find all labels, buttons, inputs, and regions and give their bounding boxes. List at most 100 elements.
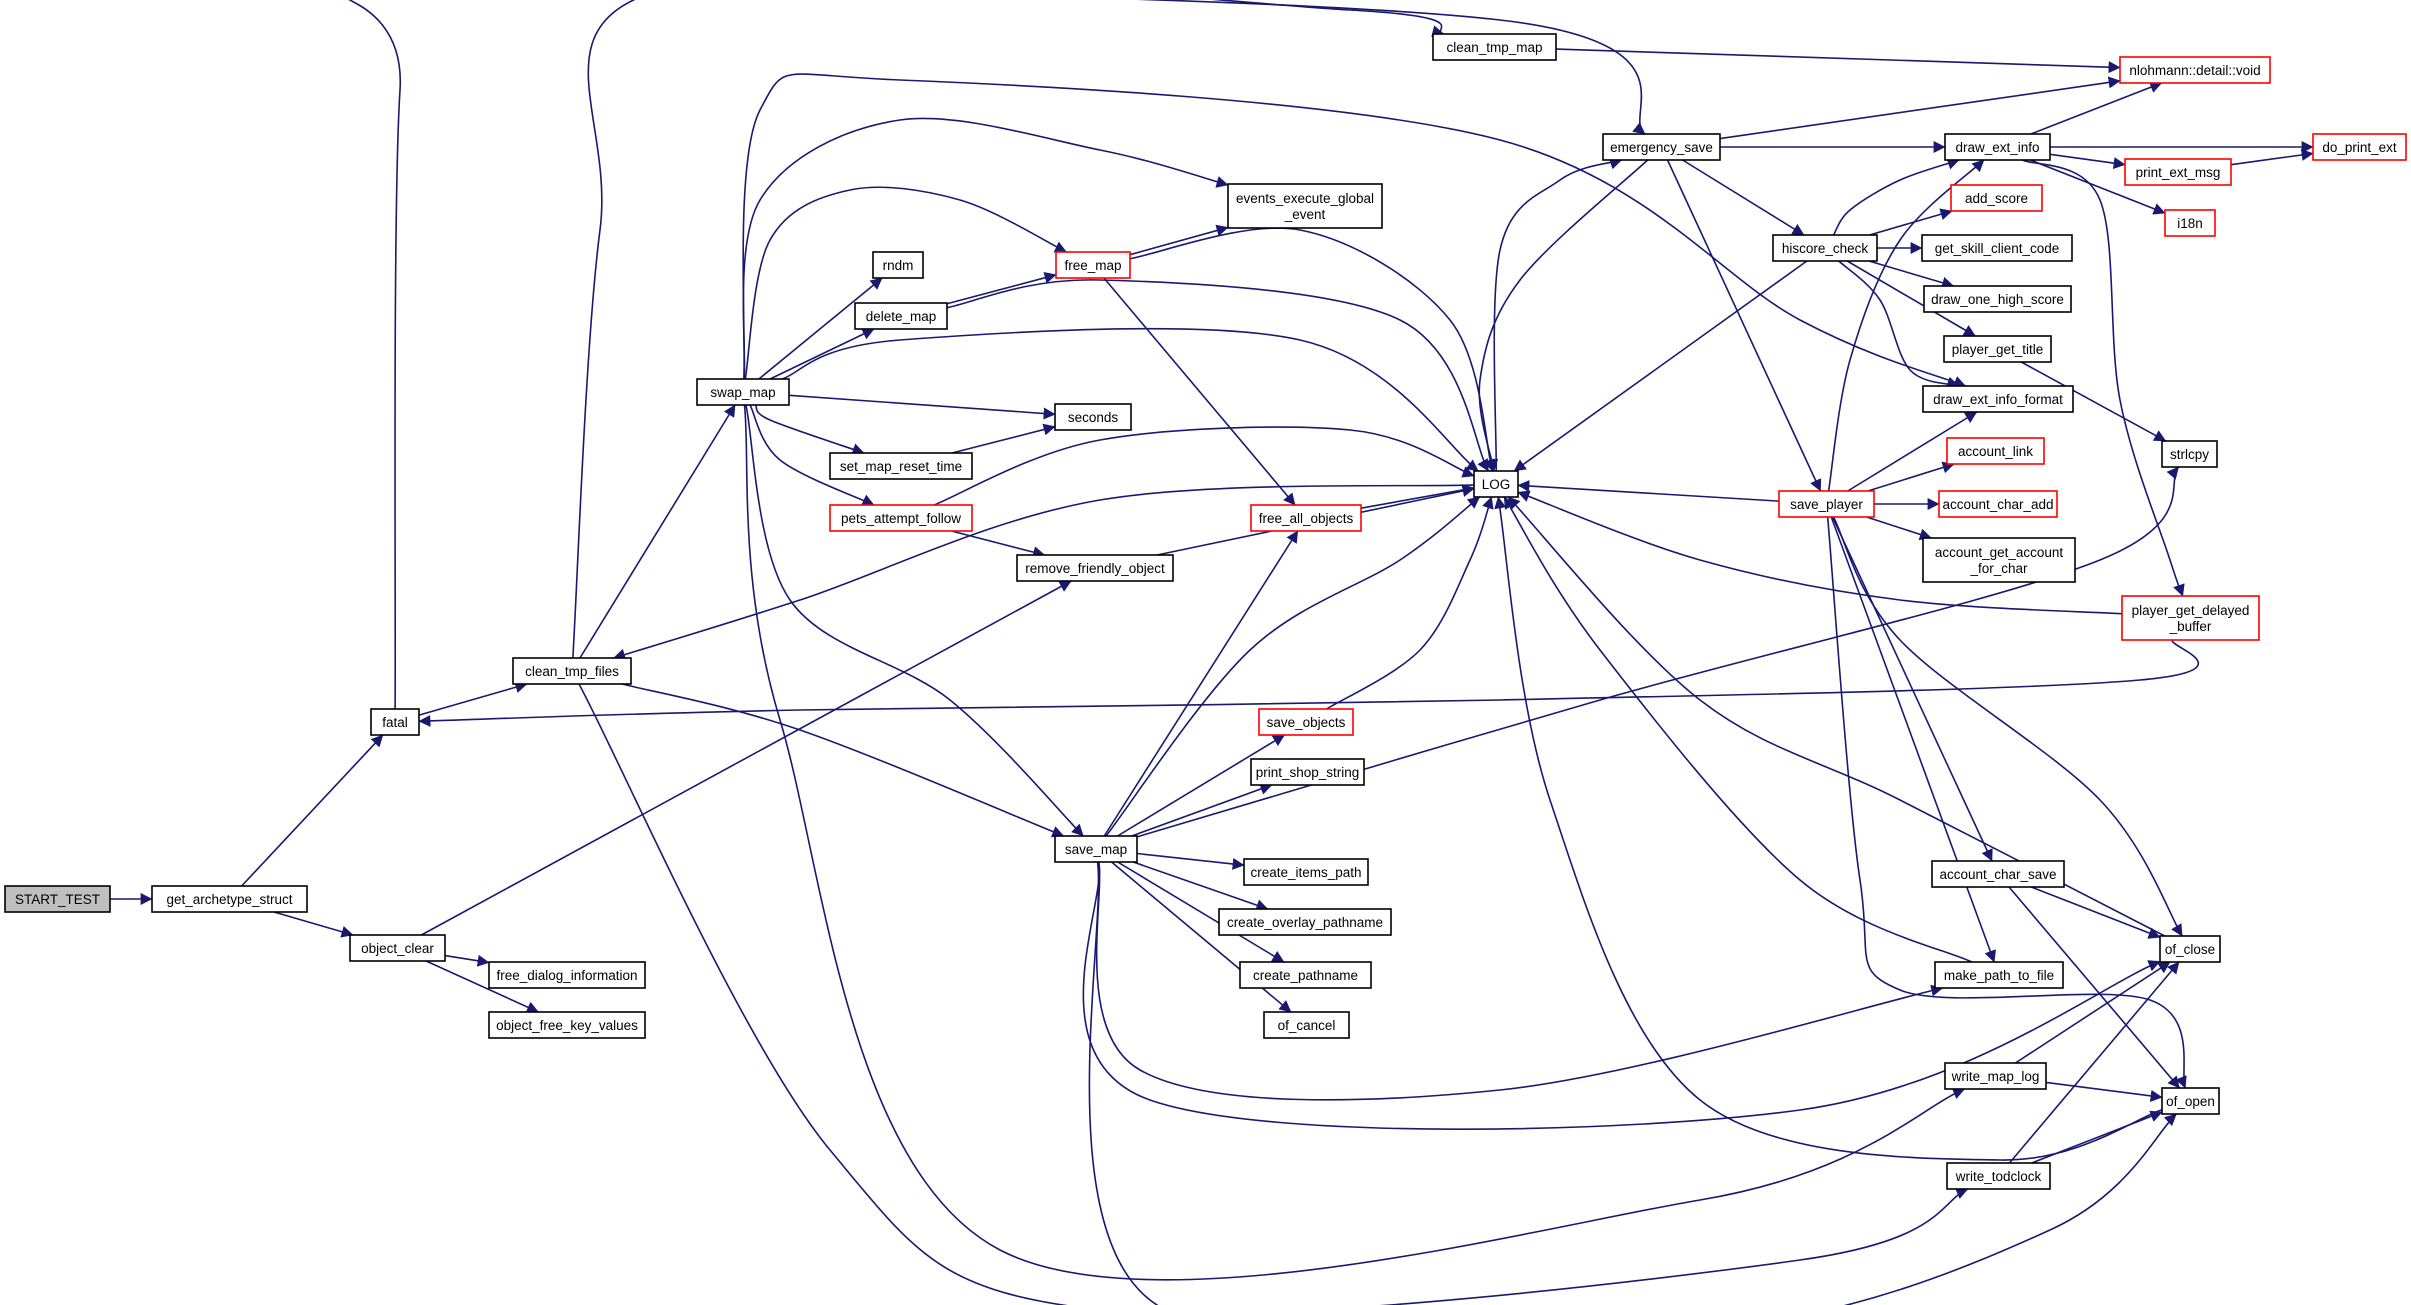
node-delete-map[interactable]: delete_map	[854, 302, 948, 330]
node-box[interactable]	[2159, 935, 2221, 963]
node-draw-ext-info-format[interactable]: draw_ext_info_format	[1922, 385, 2074, 413]
node-box[interactable]	[1938, 490, 2058, 518]
node-account-link[interactable]: account_link	[1946, 437, 2045, 465]
node-box[interactable]	[349, 934, 446, 962]
node-free-dialog-information[interactable]: free_dialog_information	[488, 961, 646, 989]
node-pets-attempt-follow[interactable]: pets_attempt_follow	[829, 504, 973, 532]
node-box[interactable]	[2124, 158, 2232, 186]
node-remove-friendly-object[interactable]: remove_friendly_object	[1016, 554, 1174, 582]
node-draw-one-high-score[interactable]: draw_one_high_score	[1923, 285, 2072, 313]
node-box[interactable]	[512, 657, 632, 685]
node-box[interactable]	[1944, 1062, 2047, 1090]
node-box[interactable]	[1055, 251, 1131, 279]
node-box[interactable]	[1943, 335, 2052, 363]
node-box[interactable]	[1016, 554, 1174, 582]
node-box[interactable]	[1946, 1162, 2051, 1190]
node-box[interactable]	[1922, 385, 2074, 413]
node-free-map[interactable]: free_map	[1055, 251, 1131, 279]
node-box[interactable]	[1921, 234, 2073, 262]
node-write-todclock[interactable]: write_todclock	[1946, 1162, 2051, 1190]
node-create-overlay-pathname[interactable]: create_overlay_pathname	[1218, 908, 1392, 936]
node-box[interactable]	[1946, 437, 2045, 465]
node-create-items-path[interactable]: create_items_path	[1243, 858, 1369, 886]
node-write-map-log[interactable]: write_map_log	[1944, 1062, 2047, 1090]
node-box[interactable]	[1931, 860, 2065, 888]
node-print-ext-msg[interactable]: print_ext_msg	[2124, 158, 2232, 186]
node-events-execute-global-event[interactable]: events_execute_global_event	[1227, 183, 1383, 229]
node-get-archetype-struct[interactable]: get_archetype_struct	[151, 885, 308, 913]
node-get-skill-client-code[interactable]: get_skill_client_code	[1921, 234, 2073, 262]
node-do-print-ext[interactable]: do_print_ext	[2312, 133, 2407, 161]
node-emergency-save[interactable]: emergency_save	[1602, 133, 1721, 161]
node-box[interactable]	[696, 378, 790, 406]
node-box[interactable]	[1054, 403, 1132, 431]
node-box[interactable]	[151, 885, 308, 913]
node-box[interactable]	[1243, 858, 1369, 886]
node-box[interactable]	[1923, 285, 2072, 313]
node-player-get-title[interactable]: player_get_title	[1943, 335, 2052, 363]
node-account-char-save[interactable]: account_char_save	[1931, 860, 2065, 888]
node-box[interactable]	[4, 885, 111, 913]
node-player-get-delayed-buffer[interactable]: player_get_delayed_buffer	[2121, 595, 2260, 641]
node-box[interactable]	[1239, 961, 1372, 989]
node-save-objects[interactable]: save_objects	[1258, 708, 1354, 736]
node-box[interactable]	[1778, 490, 1875, 518]
node-nlohmann-detail-void[interactable]: nlohmann::detail::void	[2119, 56, 2271, 84]
node-clean-tmp-map[interactable]: clean_tmp_map	[1432, 33, 1557, 61]
node-box[interactable]	[872, 251, 924, 279]
node-save-player[interactable]: save_player	[1778, 490, 1875, 518]
node-box[interactable]	[829, 504, 973, 532]
node-of-open[interactable]: of_open	[2161, 1087, 2220, 1115]
node-start-test[interactable]: START_TEST	[4, 885, 111, 913]
node-object-clear[interactable]: object_clear	[349, 934, 446, 962]
node-box[interactable]	[1602, 133, 1721, 161]
node-box[interactable]	[2161, 1087, 2220, 1115]
node-box[interactable]	[829, 452, 973, 480]
node-of-cancel[interactable]: of_cancel	[1263, 1011, 1350, 1039]
node-box[interactable]	[1250, 758, 1365, 786]
node-rndm[interactable]: rndm	[872, 251, 924, 279]
node-hiscore-check[interactable]: hiscore_check	[1772, 234, 1878, 262]
node-box[interactable]	[854, 302, 948, 330]
node-free-all-objects[interactable]: free_all_objects	[1250, 504, 1362, 532]
node-save-map[interactable]: save_map	[1054, 835, 1138, 863]
node-box[interactable]	[2121, 595, 2260, 641]
node-box[interactable]	[1054, 835, 1138, 863]
node-strlcpy[interactable]: strlcpy	[2161, 440, 2218, 468]
node-print-shop-string[interactable]: print_shop_string	[1250, 758, 1365, 786]
node-box[interactable]	[1944, 133, 2051, 161]
node-fatal[interactable]: fatal	[370, 708, 420, 736]
node-box[interactable]	[1258, 708, 1354, 736]
node-make-path-to-file[interactable]: make_path_to_file	[1934, 961, 2064, 989]
node-clean-tmp-files[interactable]: clean_tmp_files	[512, 657, 632, 685]
node-box[interactable]	[1263, 1011, 1350, 1039]
node-box[interactable]	[370, 708, 420, 736]
node-box[interactable]	[1950, 184, 2043, 212]
node-object-free-key-values[interactable]: object_free_key_values	[488, 1011, 646, 1039]
node-box[interactable]	[1250, 504, 1362, 532]
node-log[interactable]: LOG	[1473, 470, 1519, 498]
node-box[interactable]	[1772, 234, 1878, 262]
node-box[interactable]	[488, 1011, 646, 1039]
node-i18n[interactable]: i18n	[2164, 209, 2216, 237]
node-box[interactable]	[2119, 56, 2271, 84]
node-box[interactable]	[1218, 908, 1392, 936]
node-box[interactable]	[1432, 33, 1557, 61]
node-box[interactable]	[488, 961, 646, 989]
node-box[interactable]	[1922, 537, 2076, 583]
node-seconds[interactable]: seconds	[1054, 403, 1132, 431]
node-box[interactable]	[1473, 470, 1519, 498]
node-box[interactable]	[1934, 961, 2064, 989]
node-box[interactable]	[2161, 440, 2218, 468]
node-of-close[interactable]: of_close	[2159, 935, 2221, 963]
node-box[interactable]	[2164, 209, 2216, 237]
node-account-get-account-for-char[interactable]: account_get_account_for_char	[1922, 537, 2076, 583]
node-box[interactable]	[1227, 183, 1383, 229]
node-account-char-add[interactable]: account_char_add	[1938, 490, 2058, 518]
node-swap-map[interactable]: swap_map	[696, 378, 790, 406]
node-set-map-reset-time[interactable]: set_map_reset_time	[829, 452, 973, 480]
node-create-pathname[interactable]: create_pathname	[1239, 961, 1372, 989]
node-draw-ext-info[interactable]: draw_ext_info	[1944, 133, 2051, 161]
node-add-score[interactable]: add_score	[1950, 184, 2043, 212]
node-box[interactable]	[2312, 133, 2407, 161]
